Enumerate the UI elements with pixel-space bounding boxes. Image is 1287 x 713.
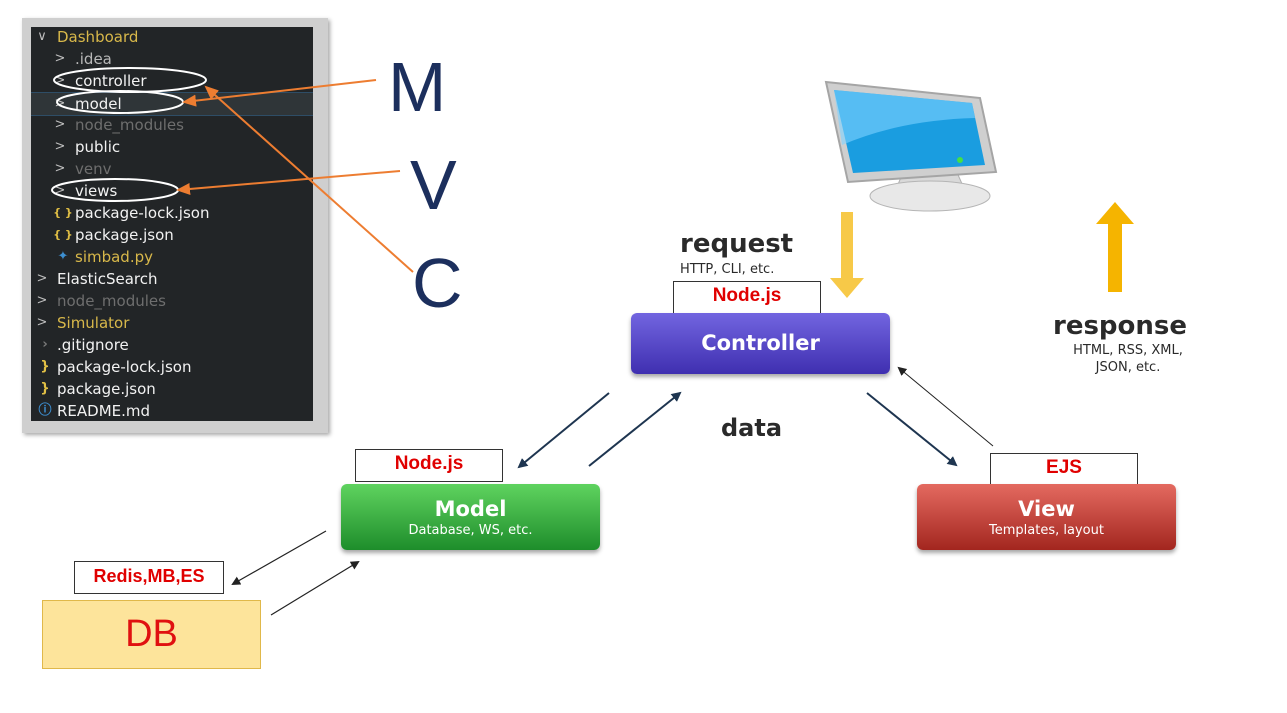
file-tree-label: controller <box>75 72 147 90</box>
info-file-icon: ⓘ <box>38 403 52 418</box>
file-tree-row[interactable]: > Simulator <box>31 312 313 334</box>
file-tree-label: .gitignore <box>57 336 129 354</box>
model-box: Model Database, WS, etc. <box>341 484 600 550</box>
file-tree-label: node_modules <box>57 292 166 310</box>
model-title: Model <box>434 497 507 521</box>
file-tree-row[interactable]: ✦ simbad.py <box>31 246 313 268</box>
view-to-controller-arrow <box>897 366 994 447</box>
m-callout-line <box>182 79 377 107</box>
file-tree-row[interactable]: } package-lock.json <box>31 356 313 378</box>
v-callout-line <box>176 170 401 195</box>
chevron-right-icon: > <box>54 73 66 88</box>
json-file-icon: } <box>40 381 50 396</box>
response-detail-line2: JSON, etc. <box>1095 360 1161 375</box>
json-file-icon: } <box>40 359 50 374</box>
mvc-letter-c: C <box>412 244 463 322</box>
chevron-right-icon: > <box>36 271 48 286</box>
mvc-letter-m: M <box>388 48 447 126</box>
json-file-icon: { } <box>53 206 73 219</box>
chevron-right-icon: > <box>54 183 66 198</box>
file-tree-row[interactable]: > public <box>31 136 313 158</box>
controller-to-model-arrow <box>517 392 610 469</box>
file-tree-row[interactable]: ⓘ README.md <box>31 400 313 421</box>
file-icon: › <box>42 337 48 352</box>
model-subtitle: Database, WS, etc. <box>408 523 533 538</box>
controller-tech-tag: Node.js <box>673 281 821 314</box>
view-subtitle: Templates, layout <box>989 523 1104 538</box>
request-detail: HTTP, CLI, etc. <box>680 262 775 277</box>
data-label: data <box>721 414 783 442</box>
file-tree-label: package.json <box>57 380 156 398</box>
request-label: request <box>680 229 794 259</box>
chevron-right-icon: > <box>36 293 48 308</box>
file-tree-label: .idea <box>75 50 112 68</box>
file-tree-row[interactable]: > .idea <box>31 48 313 70</box>
file-tree-label: README.md <box>57 402 151 420</box>
file-tree-label: Simulator <box>57 314 130 332</box>
file-tree-label: package-lock.json <box>75 204 210 222</box>
file-tree-label: model <box>75 95 122 113</box>
response-label: response <box>1053 311 1188 341</box>
computer-monitor-icon <box>824 80 998 212</box>
file-tree-row[interactable]: { }package-lock.json <box>31 202 313 224</box>
chevron-right-icon: > <box>54 96 66 111</box>
file-tree-label: package.json <box>75 226 174 244</box>
file-tree-label: public <box>75 138 121 156</box>
view-box: View Templates, layout <box>917 484 1176 550</box>
python-file-icon: ✦ <box>57 249 69 264</box>
db-tech-tag: Redis,MB,ES <box>74 561 224 594</box>
mvc-letter-v: V <box>410 146 457 224</box>
file-tree-label: simbad.py <box>75 248 153 266</box>
file-tree-label: ElasticSearch <box>57 270 158 288</box>
file-tree-label: package-lock.json <box>57 358 192 376</box>
view-tech-tag: EJS <box>990 453 1138 486</box>
db-box: DB <box>42 600 261 669</box>
file-tree-row[interactable]: > controller <box>31 70 313 92</box>
chevron-down-icon: ∨ <box>37 29 47 44</box>
file-tree-label: Dashboard <box>57 28 139 46</box>
file-tree-row[interactable]: > views <box>31 180 313 202</box>
model-to-controller-arrow <box>588 391 682 467</box>
response-arrow <box>1096 202 1134 292</box>
file-tree-row[interactable]: ∨ Dashboard <box>31 27 313 48</box>
file-tree-label: views <box>75 182 118 200</box>
file-tree-row[interactable]: > node_modules <box>31 290 313 312</box>
json-file-icon: { } <box>53 228 73 241</box>
file-tree-row[interactable]: { }package.json <box>31 224 313 246</box>
chevron-right-icon: > <box>54 117 66 132</box>
controller-box: Controller <box>631 313 890 374</box>
file-tree-row[interactable]: > node_modules <box>31 114 313 136</box>
chevron-right-icon: > <box>54 51 66 66</box>
request-arrow <box>830 212 864 298</box>
chevron-right-icon: > <box>36 315 48 330</box>
response-detail-line1: HTML, RSS, XML, <box>1073 343 1183 358</box>
file-tree-label: node_modules <box>75 116 184 134</box>
file-tree-row[interactable]: } package.json <box>31 378 313 400</box>
views-highlight-circle <box>51 178 179 202</box>
model-highlight-circle <box>56 90 184 114</box>
model-tech-tag: Node.js <box>355 449 503 482</box>
controller-to-view-arrow <box>866 392 958 467</box>
controller-title: Controller <box>701 331 820 355</box>
c-callout-line <box>204 85 414 273</box>
file-tree-row[interactable]: > venv <box>31 158 313 180</box>
chevron-right-icon: > <box>54 139 66 154</box>
file-tree-row[interactable]: > ElasticSearch <box>31 268 313 290</box>
file-tree-label: venv <box>75 160 112 178</box>
file-tree-row[interactable]: › .gitignore <box>31 334 313 356</box>
view-title: View <box>1018 497 1075 521</box>
db-to-model-arrow <box>270 560 360 616</box>
controller-highlight-circle <box>53 67 207 93</box>
model-to-db-arrow <box>231 530 327 585</box>
chevron-right-icon: > <box>54 161 66 176</box>
